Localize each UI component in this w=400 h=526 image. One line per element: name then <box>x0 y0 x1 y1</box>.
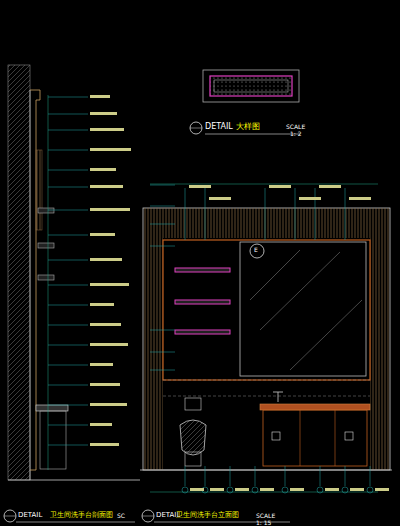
leader-mark <box>345 466 346 486</box>
leader-mark <box>205 188 206 240</box>
leader-mark <box>317 487 323 493</box>
leader-mark <box>90 148 131 151</box>
leader-mark <box>150 330 175 331</box>
leader-mark <box>255 466 256 486</box>
leader-mark <box>282 487 288 493</box>
leader-mark <box>90 343 128 346</box>
detail-tag: DETAIL <box>205 123 233 131</box>
leader-mark <box>48 445 88 446</box>
leader-mark <box>90 128 124 131</box>
detail-tag: DETAIL <box>18 512 42 519</box>
leader-mark <box>269 185 291 188</box>
leader-mark <box>182 487 188 493</box>
drawing-title: 卫生间洗手台立面图 <box>176 512 239 519</box>
leader-mark <box>90 383 120 386</box>
leader-mark <box>285 466 286 486</box>
leader-mark <box>345 188 346 240</box>
leader-mark <box>48 210 88 211</box>
leader-mark <box>260 488 274 491</box>
leader-mark <box>48 170 88 171</box>
leader-mark <box>299 197 321 200</box>
leader-mark <box>90 363 113 366</box>
leader-mark <box>90 258 122 261</box>
leader-mark <box>295 188 296 240</box>
leader-mark <box>90 208 130 211</box>
leader-mark <box>48 130 88 131</box>
leader-mark <box>48 405 88 406</box>
leader-mark <box>48 365 88 366</box>
leader-mark <box>230 466 231 486</box>
leader-mark <box>90 233 115 236</box>
leader-mark <box>350 488 364 491</box>
leader-mark <box>252 487 258 493</box>
leader-mark <box>48 235 88 236</box>
leader-mark <box>210 488 224 491</box>
scale-tag: SCALE <box>286 124 305 130</box>
leader-mark <box>48 285 88 286</box>
leader-mark <box>290 488 304 491</box>
leader-mark <box>90 423 112 426</box>
leader-mark <box>150 352 175 353</box>
drawing-title: 卫生间洗手台剖面图 <box>50 512 113 519</box>
leader-mark <box>48 97 88 98</box>
leader-mark <box>90 168 116 171</box>
leader-mark <box>150 224 175 225</box>
leader-mark <box>375 488 389 491</box>
leader-mark <box>90 283 129 286</box>
leader-mark <box>90 185 123 188</box>
leader-mark <box>185 466 186 486</box>
leader-mark <box>48 345 88 346</box>
leader-mark <box>370 466 371 486</box>
leader-mark <box>150 370 175 371</box>
leader-mark <box>150 206 175 207</box>
leader-mark <box>150 246 175 247</box>
leader-mark <box>90 403 127 406</box>
leader-mark <box>190 488 204 491</box>
scale-value: 1: 2 <box>290 131 302 137</box>
leader-mark <box>90 443 119 446</box>
leader-mark <box>325 488 339 491</box>
leader-mark <box>48 425 88 426</box>
drawing-title: 大样图 <box>236 123 260 131</box>
leader-mark <box>367 487 373 493</box>
leader-mark <box>90 303 114 306</box>
leader-mark <box>315 188 316 240</box>
leader-mark <box>48 260 88 261</box>
leader-mark <box>227 487 233 493</box>
scale-tag: SCALE <box>256 513 275 519</box>
leader-mark <box>48 305 88 306</box>
leader-mark <box>90 323 121 326</box>
leader-mark <box>342 487 348 493</box>
leader-mark <box>319 185 341 188</box>
leader-mark <box>235 488 249 491</box>
leader-mark <box>205 466 206 486</box>
leader-mark <box>90 112 117 115</box>
leader-mark <box>265 188 266 240</box>
leader-mark <box>189 185 211 188</box>
leader-mark <box>320 466 321 486</box>
leader-mark <box>185 188 186 240</box>
leader-mark <box>349 197 371 200</box>
leader-mark <box>48 150 88 151</box>
leader-mark <box>150 185 175 186</box>
leader-mark <box>90 95 110 98</box>
leader-mark <box>48 325 88 326</box>
scale-value: 1: 15 <box>256 520 271 526</box>
callout-letter: E <box>254 247 258 253</box>
scale-tag: SC <box>117 513 125 519</box>
leader-mark <box>48 187 88 188</box>
leader-mark <box>48 114 88 115</box>
leader-mark <box>48 385 88 386</box>
leader-mark <box>209 197 231 200</box>
